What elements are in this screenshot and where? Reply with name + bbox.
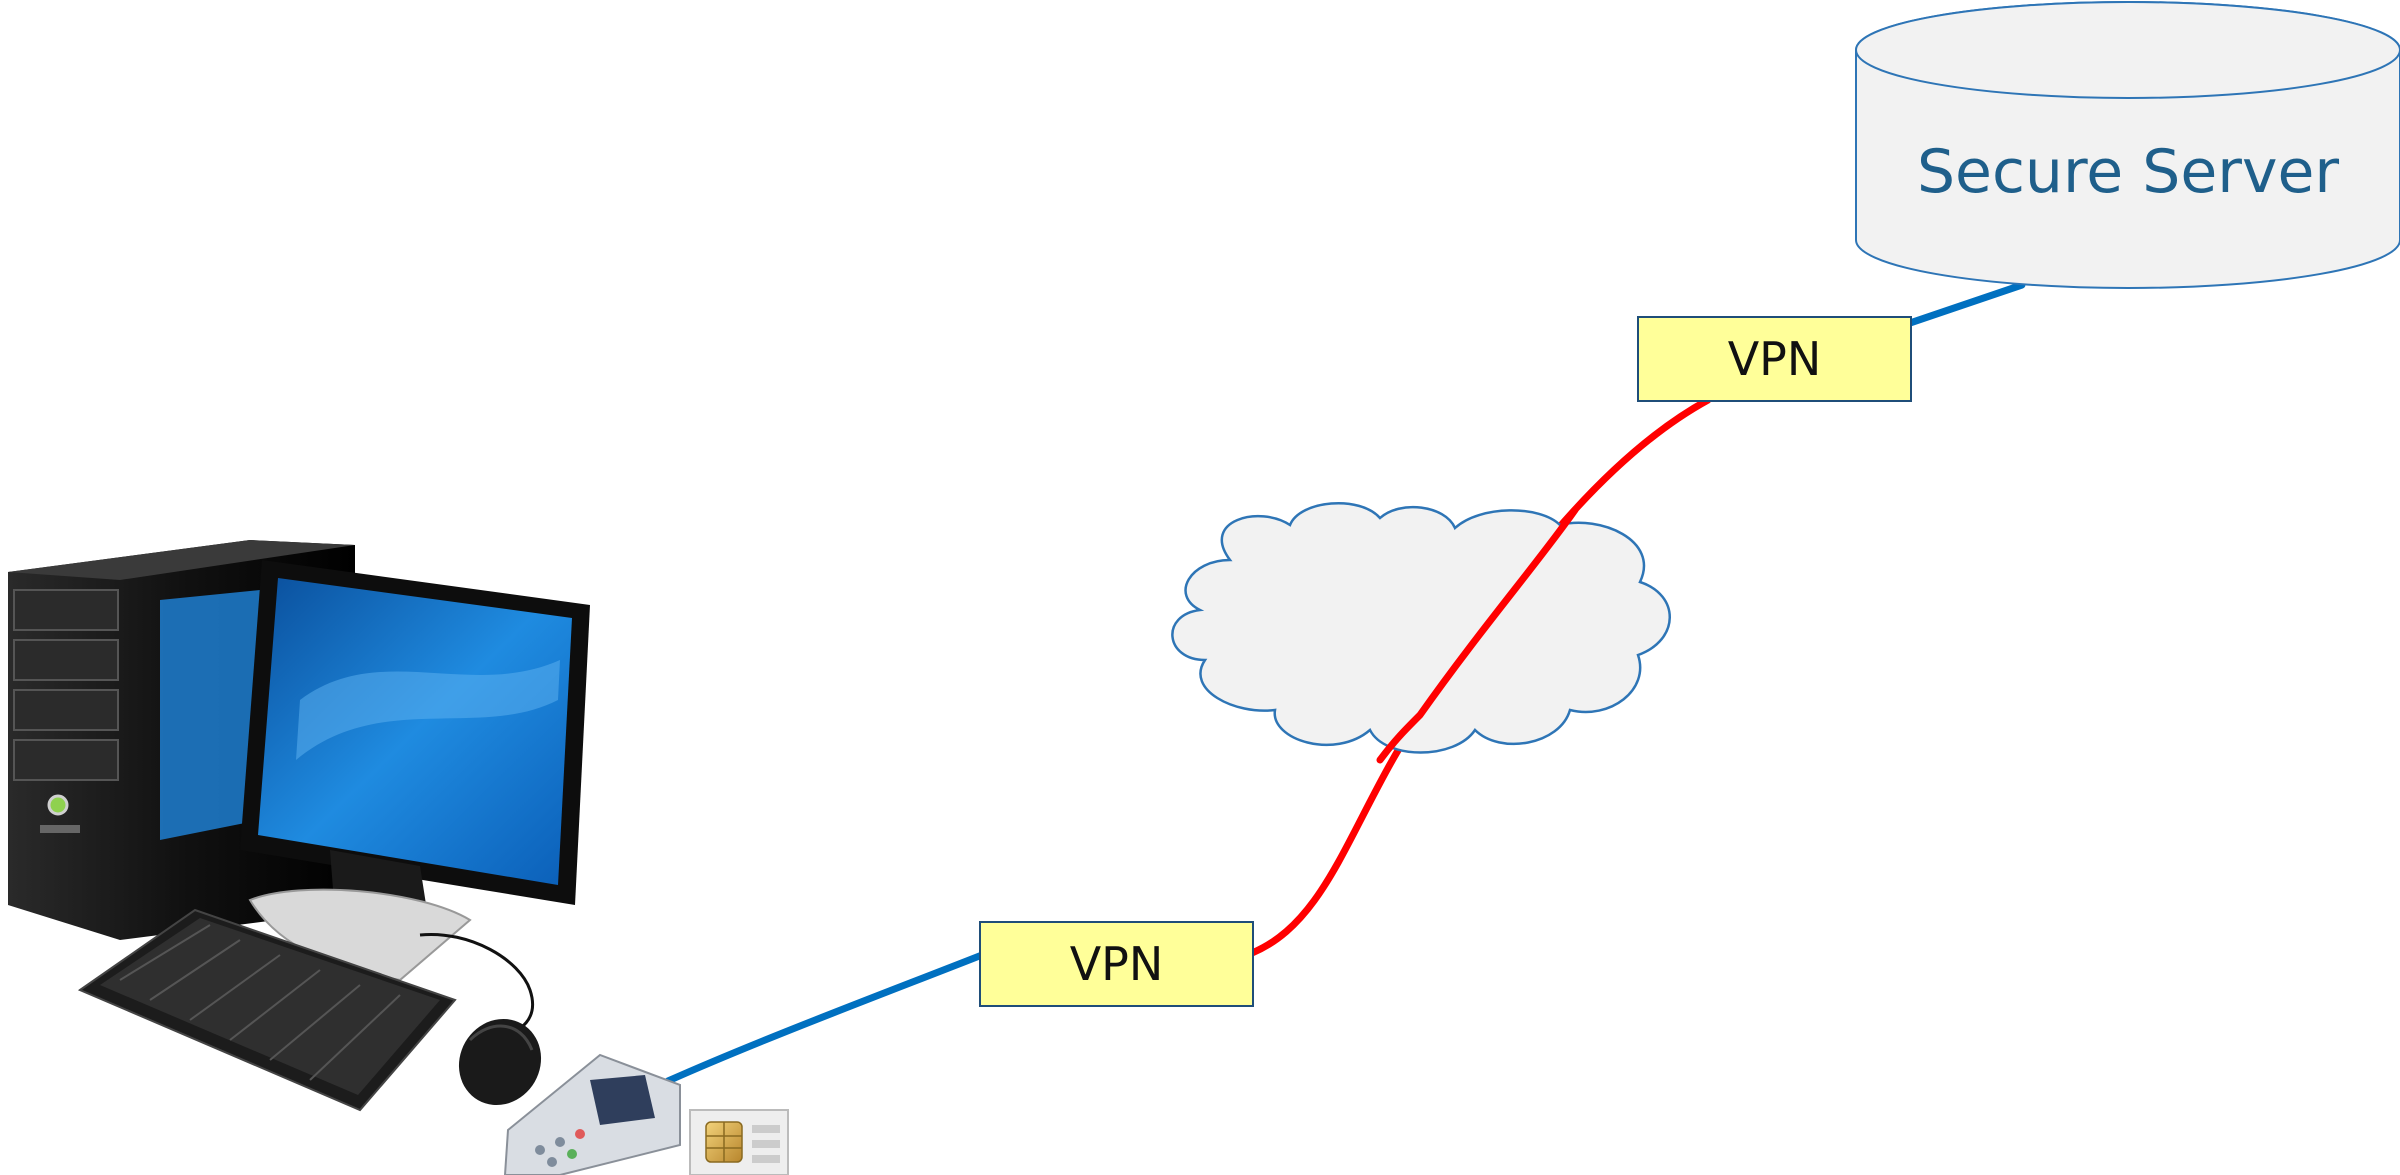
desktop-computer-icon[interactable] [8, 540, 590, 1120]
secure-server-label: Secure Server [1917, 137, 2339, 207]
internet-cloud-icon [1171, 501, 1671, 754]
vpn-server-label: VPN [1728, 332, 1822, 386]
sim-card-icon[interactable] [689, 1109, 789, 1175]
vpn-client-label: VPN [1070, 937, 1164, 991]
mouse-icon [458, 1018, 542, 1106]
vpn-server-box[interactable]: VPN [1637, 316, 1912, 402]
vpn-client-box[interactable]: VPN [979, 921, 1254, 1007]
insecure-internet-link-overlay [1376, 506, 1579, 764]
secure-link-server [1906, 281, 2026, 327]
keyboard-icon [77, 908, 457, 1112]
secure-link-client [664, 951, 986, 1085]
card-reader-icon[interactable] [503, 1053, 681, 1175]
secure-server-database[interactable]: Secure Server [1855, 1, 2400, 289]
computer-monitor [240, 560, 590, 982]
